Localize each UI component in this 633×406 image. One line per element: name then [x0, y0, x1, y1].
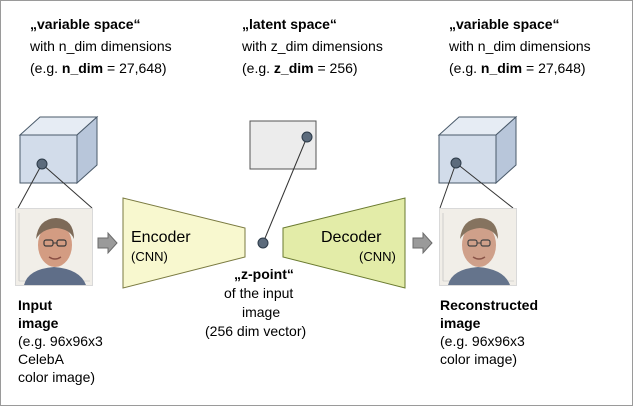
output-caption-line3: (e.g. 96x96x3: [440, 333, 525, 349]
middle-header-example: (e.g. z_dim = 256): [242, 60, 358, 76]
input-caption-title-2: image: [18, 315, 59, 331]
output-face-picture: [440, 209, 516, 285]
zpoint-line2: of the input: [224, 285, 294, 301]
latent-box-point: [301, 131, 313, 143]
decoder-sub-label: (CNN): [359, 249, 396, 264]
right-cube-icon: [437, 115, 518, 185]
input-caption-line5: color image): [18, 369, 96, 385]
zpoint-title: „z-point“: [234, 266, 294, 282]
arrow-to-encoder-icon: [97, 231, 118, 255]
encoder-shape: [122, 197, 246, 289]
right-header-title: „variable space“: [449, 16, 560, 32]
encoder-label: Encoder: [131, 229, 191, 246]
output-caption-title: Reconstructed: [440, 297, 539, 313]
right-cube-point: [450, 157, 462, 169]
reconstructed-image: [439, 208, 517, 286]
input-image: [15, 208, 93, 286]
left-header-example: (e.g. n_dim = 27,648): [30, 60, 167, 76]
decoder-label: Decoder: [321, 229, 382, 246]
middle-header-line2: with z_dim dimensions: [242, 38, 383, 54]
input-face-picture: [16, 209, 92, 285]
left-cube-connector-line: [41, 163, 93, 209]
encoder-sub-label: (CNN): [131, 249, 168, 264]
left-cube-connector-line: [17, 163, 43, 209]
right-header-line2: with n_dim dimensions: [449, 38, 591, 54]
right-cube-connector-line: [455, 162, 514, 209]
z-point-marker: [257, 237, 269, 249]
left-cube-point: [36, 158, 48, 170]
latent-space-box: [249, 120, 317, 170]
decoder-shape: [282, 197, 406, 289]
input-caption-line4: CelebA: [18, 351, 64, 367]
input-caption-line3: (e.g. 96x96x3: [18, 333, 103, 349]
zpoint-line4: (256 dim vector): [205, 323, 307, 339]
right-cube-connector-line: [439, 162, 457, 209]
input-caption-title: Input: [18, 297, 53, 313]
left-header-line2: with n_dim dimensions: [30, 38, 172, 54]
left-cube-icon: [18, 115, 99, 185]
output-caption-title-2: image: [440, 315, 481, 331]
zpoint-line3: image: [242, 304, 281, 320]
middle-header-title: „latent space“: [242, 16, 337, 32]
latent-connector-line: [262, 136, 308, 244]
output-caption-line4: color image): [440, 351, 518, 367]
left-header-title: „variable space“: [30, 16, 141, 32]
right-header-example: (e.g. n_dim = 27,648): [449, 60, 586, 76]
arrow-to-output-icon: [412, 231, 433, 255]
